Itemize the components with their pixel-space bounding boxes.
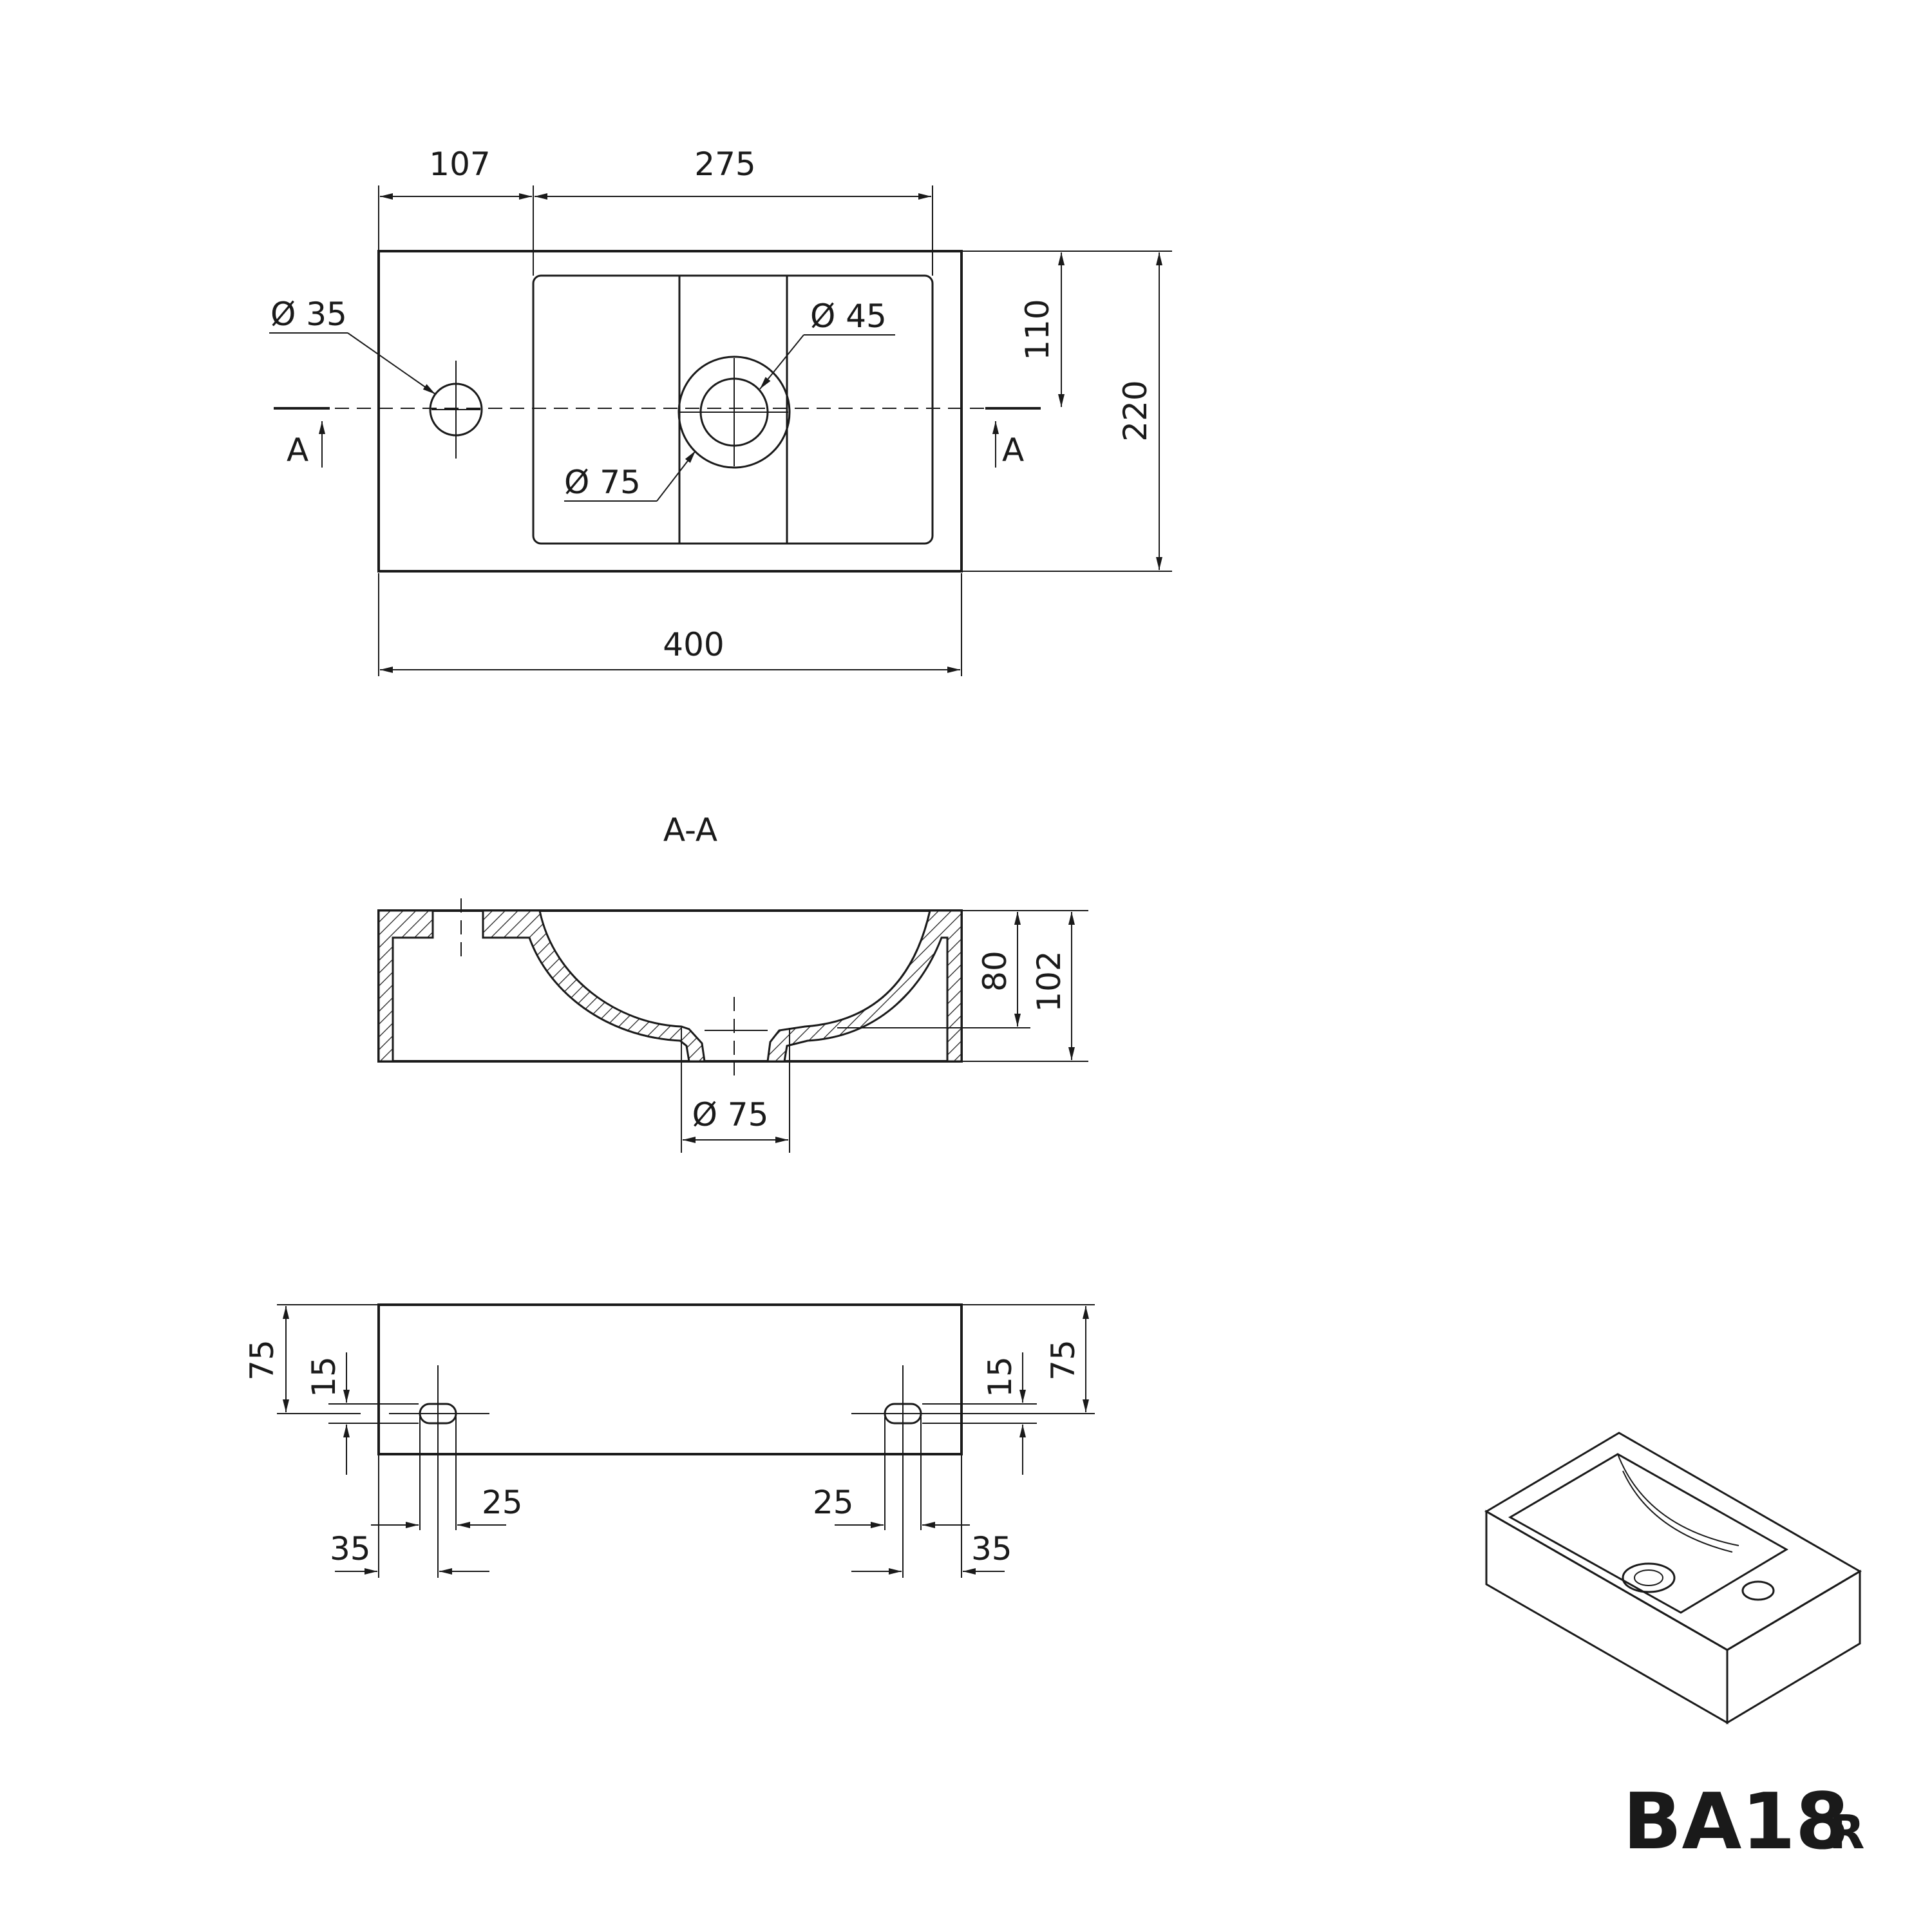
top-view: 107 275 400 220 110 Ø 35 Ø 45 Ø 75 A A — [269, 146, 1172, 676]
product-code: BA18 — [1623, 1777, 1849, 1867]
isometric-view — [1484, 1432, 1862, 1725]
dim-80: 80 — [976, 951, 1014, 992]
section-view: A-A 80 102 Ø 75 — [377, 811, 1088, 1153]
rear-outline — [377, 1303, 963, 1455]
dim-height-left: 75 — [243, 1340, 281, 1381]
dim-slot-width-right: 25 — [813, 1484, 854, 1521]
label-drain-inner: Ø 45 — [810, 298, 887, 335]
section-wall-right — [766, 909, 963, 1063]
section-wall-left — [377, 909, 434, 1063]
label-drain-outer: Ø 75 — [564, 464, 641, 501]
dim-400: 400 — [663, 626, 724, 663]
product-variant: R — [1829, 1805, 1864, 1859]
section-marker-left: A — [287, 431, 308, 469]
dim-edge-right: 35 — [971, 1530, 1012, 1567]
dim-slot-left: 15 — [305, 1356, 343, 1397]
section-marker-right: A — [1002, 431, 1024, 469]
iso-front-face — [1485, 1510, 1728, 1725]
rear-view: 25 35 75 15 25 35 75 15 — [243, 1303, 1095, 1578]
section-title: A-A — [663, 811, 717, 849]
iso-bowl-curve — [1617, 1454, 1739, 1546]
dim-275: 275 — [694, 146, 755, 183]
leader-line — [759, 334, 804, 390]
iso-side-face — [1726, 1569, 1861, 1725]
bowl-outline — [532, 274, 934, 545]
dim-edge-left: 35 — [330, 1530, 371, 1567]
leader-line — [656, 450, 696, 502]
drain-outer — [677, 355, 791, 469]
dim-102: 102 — [1030, 951, 1068, 1012]
iso-drain-inner — [1634, 1569, 1663, 1586]
iso-drain — [1622, 1562, 1676, 1593]
dim-110: 110 — [1019, 299, 1056, 360]
dim-slot-right: 15 — [981, 1356, 1019, 1397]
section-top-left — [482, 909, 706, 1063]
label-tap-hole: Ø 35 — [270, 296, 347, 333]
dim-107: 107 — [429, 146, 490, 183]
dim-height-right: 75 — [1045, 1340, 1082, 1381]
basin-outline — [377, 250, 963, 573]
dim-slot-width-left: 25 — [482, 1484, 523, 1521]
iso-bowl — [1508, 1453, 1788, 1614]
iso-tap-hole — [1741, 1580, 1775, 1601]
iso-bowl-curve — [1622, 1470, 1733, 1553]
dim-drain: Ø 75 — [692, 1096, 769, 1133]
leader-line — [347, 332, 436, 395]
dim-220: 220 — [1117, 380, 1154, 441]
